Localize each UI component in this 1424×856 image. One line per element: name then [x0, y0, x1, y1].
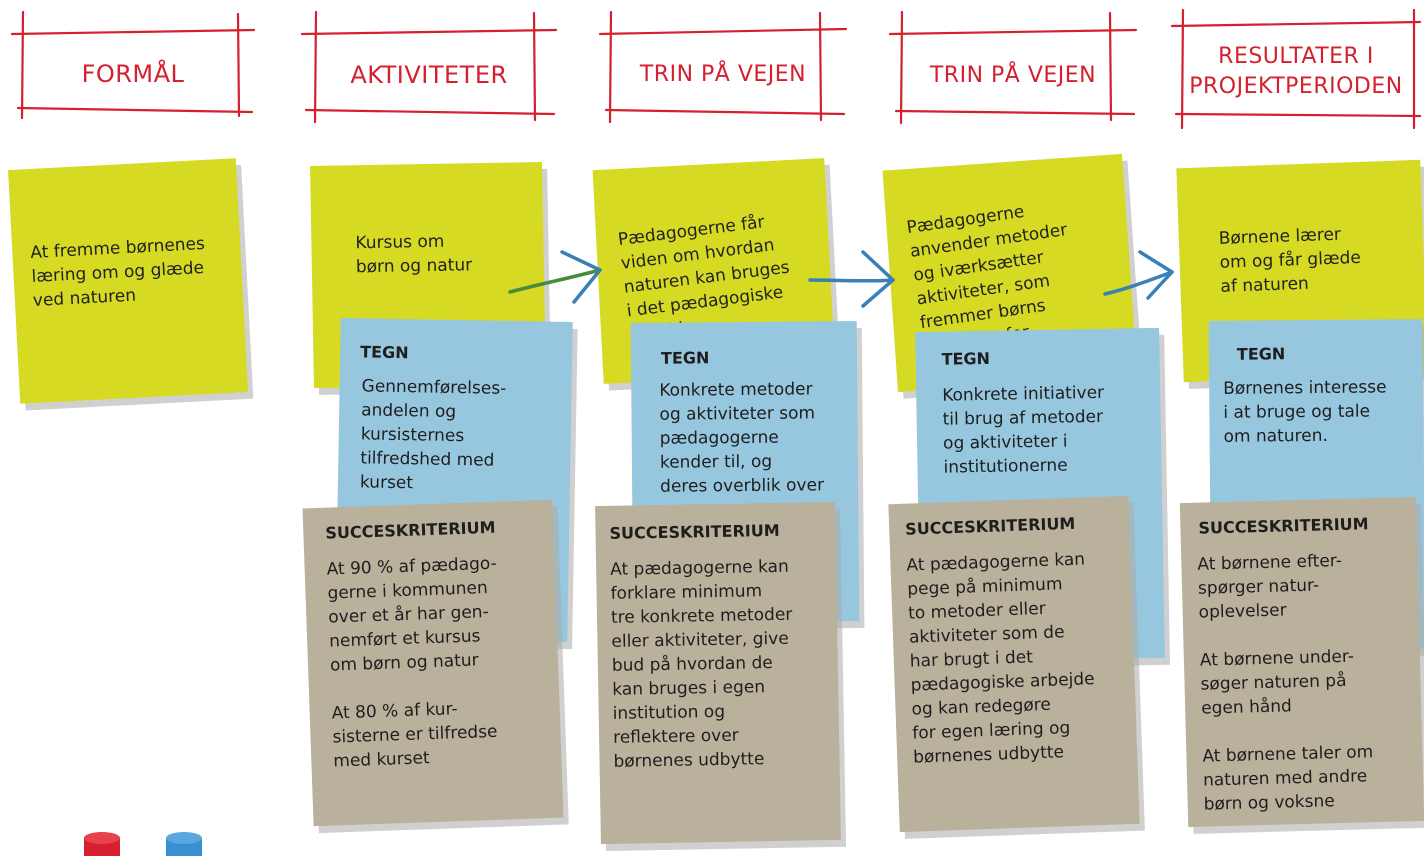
tegn-text: Børnenes interesse i at bruge og tale om…: [1223, 377, 1387, 447]
header-trin-2: TRIN PÅ VEJEN: [888, 10, 1138, 125]
arrow-trin-2-to-resultater: [1103, 250, 1174, 300]
header-frame: [1170, 8, 1422, 130]
succes-note-trin-1: SUCCESKRITERIUM At pædagogerne kan forkl…: [595, 501, 841, 845]
succes-heading: SUCCESKRITERIUM: [609, 520, 780, 543]
header-title: FORMÅL: [81, 60, 185, 88]
succes-heading: SUCCESKRITERIUM: [904, 513, 1076, 539]
header-title: AKTIVITETER: [350, 61, 508, 89]
header-frame: [10, 10, 256, 120]
blue-marker-icon: [166, 832, 202, 856]
succes-note-trin-2: SUCCESKRITERIUM At pædagogerne kan pege …: [888, 495, 1140, 833]
header-resultater: RESULTATER I PROJEKTPERIODEN: [1168, 8, 1424, 132]
succes-note-resultater: SUCCESKRITERIUM At børnene efter- spørge…: [1179, 496, 1424, 828]
succes-text: At børnene efter- spørger natur- oplevel…: [1197, 550, 1374, 815]
succes-note-aktiviteter: SUCCESKRITERIUM At 90 % af pædago- gerne…: [302, 499, 564, 827]
tegn-text: Konkrete initiativer til brug af metoder…: [942, 382, 1105, 478]
header-trin-1: TRIN PÅ VEJEN: [598, 10, 848, 125]
succes-heading: SUCCESKRITERIUM: [1198, 514, 1369, 538]
tegn-heading: TEGN: [660, 348, 710, 368]
header-formal: FORMÅL: [8, 10, 258, 120]
header-title: RESULTATER I PROJEKTPERIODEN: [1189, 44, 1403, 99]
sticky-note-formal: At fremme børnenes læring om og glæde ve…: [8, 158, 248, 404]
tegn-heading: TEGN: [1236, 344, 1286, 364]
arrow-aktiviteter-to-trin-1: [508, 250, 602, 304]
succes-text: At pædagogerne kan forklare minimum tre …: [610, 556, 793, 772]
header-title: TRIN PÅ VEJEN: [929, 63, 1097, 88]
succes-heading: SUCCESKRITERIUM: [325, 517, 496, 543]
tegn-text: Gennemførelses- andelen og kursisternes …: [359, 376, 507, 494]
tegn-heading: TEGN: [941, 348, 991, 369]
header-frame: [300, 10, 558, 124]
tegn-heading: TEGN: [360, 342, 409, 363]
header-aktiviteter: AKTIVITETER: [298, 10, 560, 125]
red-marker-icon: [84, 832, 120, 856]
note-text: At fremme børnenes læring om og glæde ve…: [29, 233, 206, 311]
tegn-text: Konkrete metoder og aktiviteter som pæda…: [659, 379, 825, 497]
header-frame: [888, 10, 1138, 125]
succes-text: At 90 % af pædago- gerne i kommunen over…: [326, 553, 498, 772]
succes-text: At pædagogerne kan pege på minimum to me…: [906, 549, 1095, 768]
header-title: TRIN PÅ VEJEN: [639, 62, 807, 87]
note-text: Børnene lærer om og får glæde af naturen: [1218, 224, 1362, 297]
header-frame: [598, 10, 848, 124]
arrow-trin-1-to-trin-2: [808, 250, 895, 308]
